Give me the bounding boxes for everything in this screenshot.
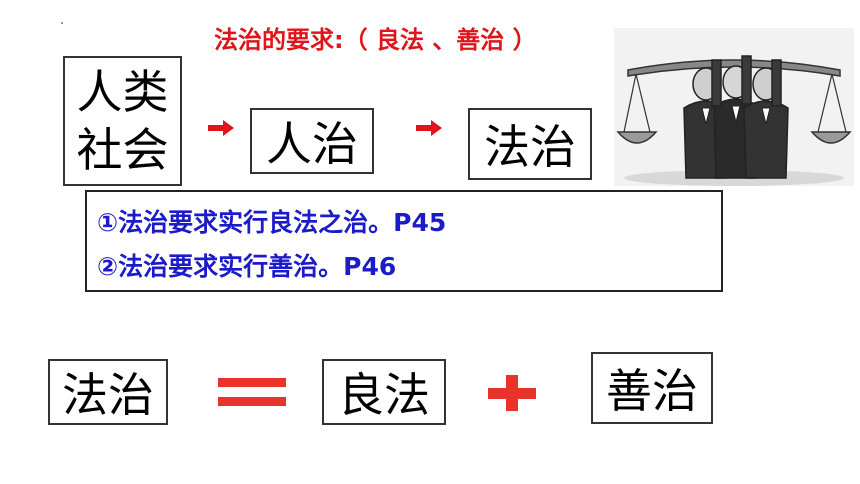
rule-by-man-label: 人治 <box>266 117 358 171</box>
red-right-arrow-icon <box>416 120 442 136</box>
equals-sign-icon <box>218 378 286 406</box>
human-society-line1: 人类 <box>76 65 169 119</box>
good-governance-box: 善治 <box>591 352 713 424</box>
equation-rule-of-law-label: 法治 <box>62 368 154 422</box>
rule-of-law-label: 法治 <box>484 120 576 174</box>
good-law-label: 良法 <box>338 368 430 422</box>
balance-scale-illustration <box>614 28 854 186</box>
red-right-arrow-icon <box>208 120 234 136</box>
rule-by-man-box: 人治 <box>250 108 374 174</box>
human-society-box: 人类 社会 <box>63 56 182 186</box>
requirement-1: ①法治要求实行良法之治。P45 <box>97 208 447 237</box>
requirements-box: ①法治要求实行良法之治。P45 ②法治要求实行善治。P46 <box>85 190 723 292</box>
decorative-dot <box>61 22 63 24</box>
plus-sign-icon <box>488 375 536 411</box>
human-society-line2: 社会 <box>76 123 169 177</box>
requirement-2: ②法治要求实行善治。P46 <box>97 252 397 281</box>
good-governance-label: 善治 <box>606 364 698 418</box>
equation-rule-of-law-box: 法治 <box>48 359 168 425</box>
slide-title: 法治的要求:（ 良法 、善治 ） <box>214 26 537 54</box>
rule-of-law-box: 法治 <box>468 108 592 180</box>
good-law-box: 良法 <box>322 359 446 425</box>
